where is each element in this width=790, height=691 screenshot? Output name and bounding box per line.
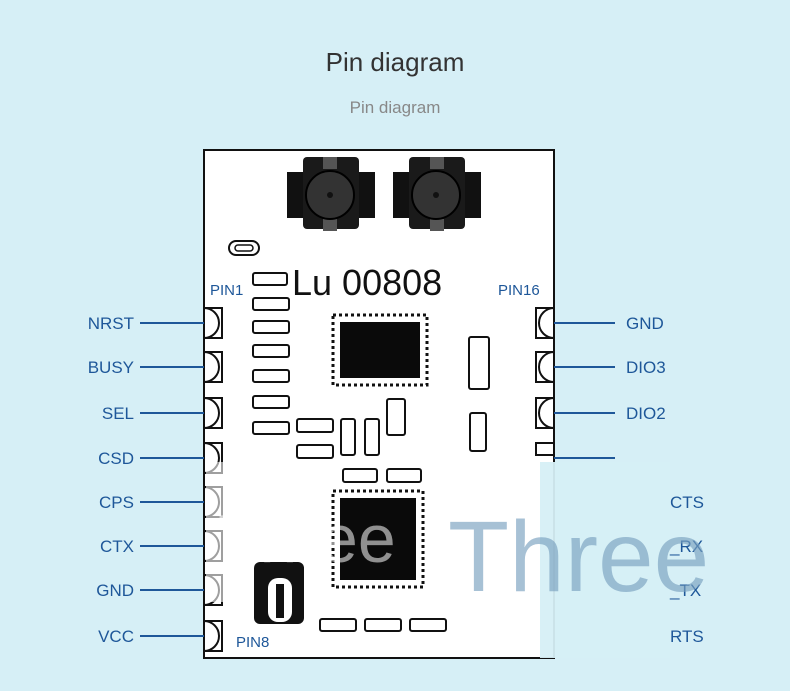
pin-label-left: VCC [98,627,134,646]
smd-pads-left [252,272,290,435]
left-pin-lines [140,322,204,637]
right-castellated-pins [535,307,555,456]
pin-label-right: CTS [670,493,704,512]
mcu-chip [331,489,425,589]
pin-label-left: SEL [101,404,134,423]
pin-label-right: DIO3 [626,358,666,377]
right-pin-lines [554,322,615,459]
pin-label-left: CPS [99,493,134,512]
pin-label-left: GND [96,581,134,600]
pin-label-right: _TX [670,581,702,600]
antenna-connector-right [393,157,481,231]
rf-chip [331,313,429,387]
pin-label-right: DIO2 [626,404,666,423]
pin16-marker: PIN16 [498,282,540,299]
pin8-marker: PIN8 [236,634,270,651]
pin-label-left: CTX [100,537,134,556]
smd-pads-bottom [319,618,447,632]
module-model-name: Lu 00808 [292,262,443,303]
faded-overlay [540,462,670,658]
status-led-outline [228,240,260,256]
antenna-connector-left [287,157,375,231]
pin-label-left: BUSY [87,358,134,377]
pin-label-left: NRST [87,314,134,333]
pin1-marker: PIN1 [210,282,244,299]
pin-label-right: GND [626,314,664,333]
crystal-component [254,562,304,624]
capacitor-right [296,336,490,483]
page-subtitle: Pin diagram [349,98,441,117]
page-title: Pin diagram [325,47,465,77]
pin-label-left: CSD [98,449,134,468]
pin-label-right: _RX [670,537,704,556]
pin-label-right: RTS [670,627,704,646]
